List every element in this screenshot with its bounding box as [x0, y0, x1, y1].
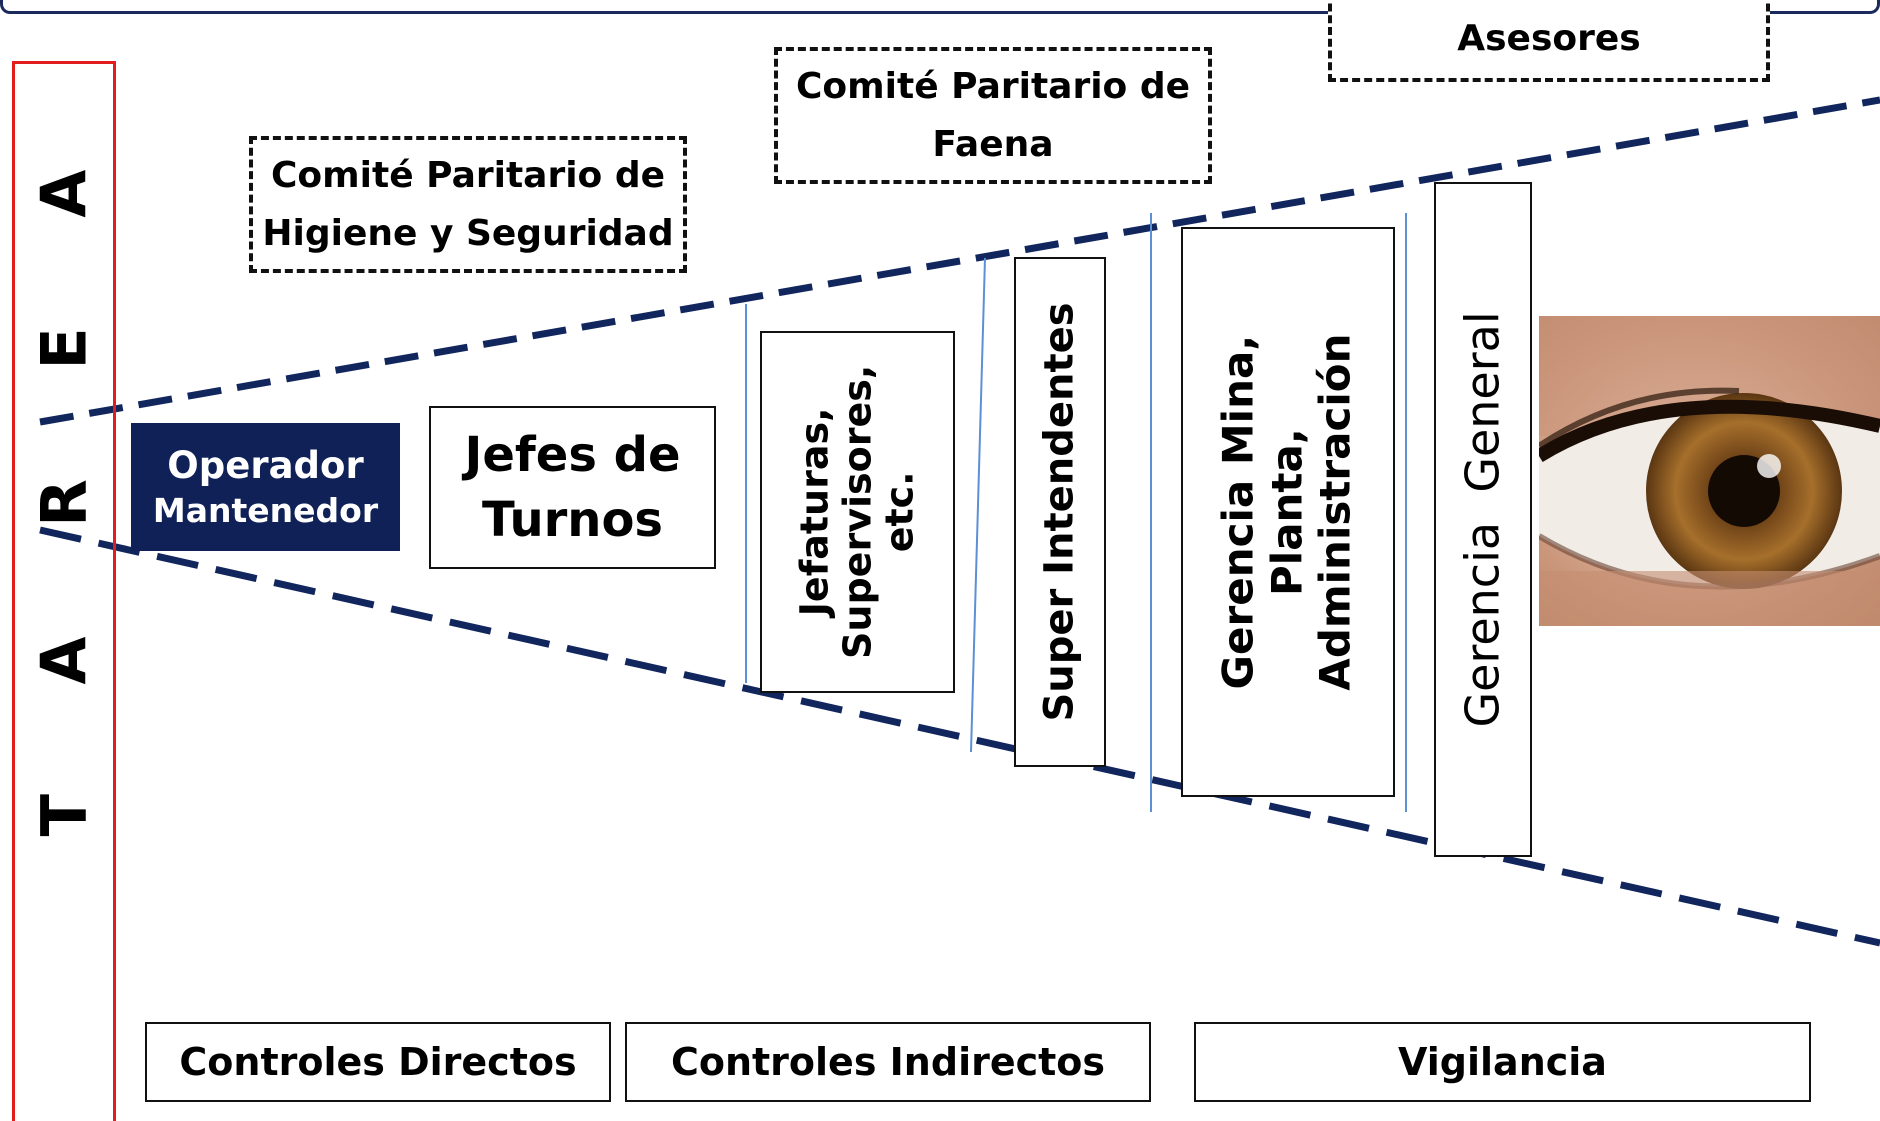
committee-faena-label: Comité Paritario de Faena — [795, 65, 1190, 165]
gerencia-general-box: Gerencia General — [1434, 182, 1532, 857]
asesores-label: Asesores — [1457, 18, 1641, 60]
super-intendentes-label: Super Intendentes — [1037, 302, 1083, 722]
controles-indirectos-label: Controles Indirectos — [670, 1040, 1106, 1084]
jefaturas-label: Jefaturas, Supervisores, etc. — [792, 364, 922, 660]
jefaturas-box: Jefaturas, Supervisores, etc. — [760, 331, 955, 693]
eye-illustration — [1539, 316, 1880, 626]
jefes-turnos-box: Jefes de Turnos — [429, 406, 716, 569]
committee-faena-box: Comité Paritario de Faena — [774, 47, 1212, 184]
committee-chs-box: Comité Paritario de Higiene y Seguridad — [249, 136, 687, 273]
gerencia-general-label: Gerencia General — [1455, 311, 1510, 728]
controles-directos-label: Controles Directos — [179, 1040, 577, 1084]
asesores-box: Asesores — [1328, 0, 1770, 82]
upper-dashed-line — [39, 96, 1880, 426]
mantenedor-label: Mantenedor — [152, 490, 379, 530]
super-intendentes-box: Super Intendentes — [1014, 257, 1106, 767]
tarea-column — [12, 61, 116, 1121]
operador-mantenedor-box: Operador Mantenedor — [131, 423, 400, 551]
gerencia-mina-box: Gerencia Mina, Planta, Administración — [1181, 227, 1395, 797]
tarea-label: T A R E A — [27, 125, 101, 837]
committee-chs-label: Comité Paritario de Higiene y Seguridad — [262, 154, 674, 254]
top-frame-bar — [0, 0, 1880, 14]
thin-line-2 — [970, 257, 986, 753]
controles-directos-box: Controles Directos — [145, 1022, 611, 1102]
controles-indirectos-box: Controles Indirectos — [625, 1022, 1151, 1102]
lower-dashed-line — [39, 526, 1880, 947]
vigilancia-label: Vigilancia — [1398, 1040, 1607, 1084]
vigilancia-box: Vigilancia — [1194, 1022, 1811, 1102]
operador-label: Operador — [167, 443, 364, 487]
jefes-turnos-label: Jefes de Turnos — [464, 426, 681, 548]
eye-photo — [1539, 316, 1880, 626]
gerencia-mina-label: Gerencia Mina, Planta, Administración — [1213, 333, 1361, 691]
